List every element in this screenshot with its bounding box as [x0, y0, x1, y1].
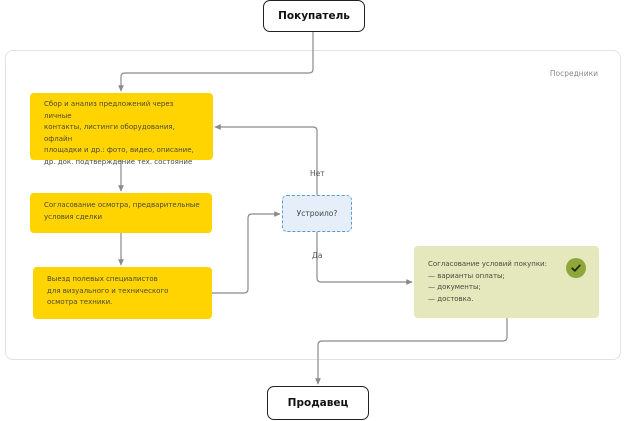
agreement-title: Согласование условий покупки:	[428, 260, 547, 268]
agreement-item: — достовка.	[428, 294, 474, 303]
group-label: Посредники	[549, 69, 598, 78]
agreement-item: — варианты оплаты;	[428, 271, 505, 280]
edge-label-no: Нет	[310, 169, 325, 178]
edge-label-yes: Да	[312, 251, 323, 260]
step-field-visit: Выезд полевых специалистов для визуально…	[33, 267, 212, 319]
step-collect-offers: Сбор и анализ предложений через личные к…	[30, 93, 213, 166]
check-icon	[566, 258, 586, 278]
seller-node: Продавец	[267, 386, 369, 420]
decision-node: Устроило?	[282, 195, 352, 232]
buyer-node: Покупатель	[263, 0, 365, 32]
step-agree-inspection: Согласование осмотра, предварительные ус…	[30, 193, 212, 233]
agreement-node: Согласование условий покупки: — варианты…	[414, 246, 599, 318]
agreement-item: — документы;	[428, 283, 481, 291]
